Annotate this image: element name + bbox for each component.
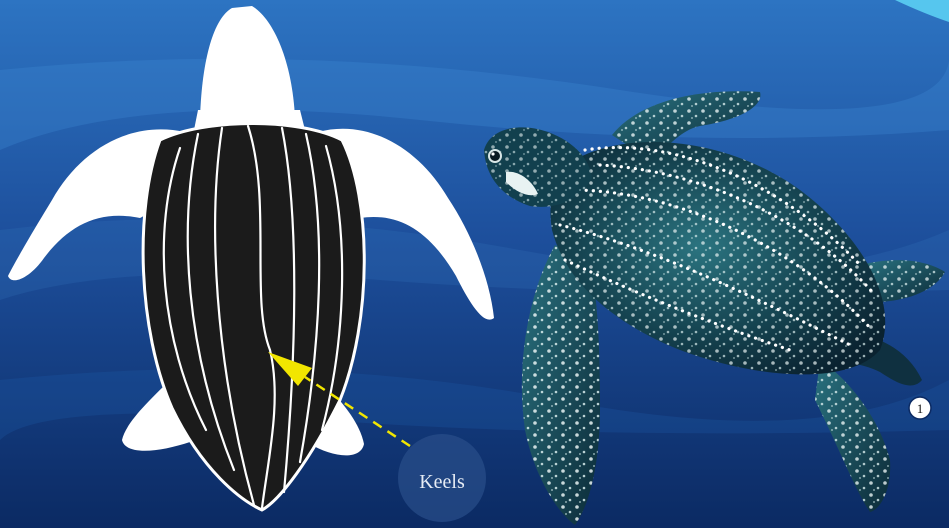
marker-number[interactable]: 1	[917, 401, 924, 416]
turtle-eye	[489, 150, 501, 162]
keels-label-text: Keels	[419, 471, 465, 493]
marker-1[interactable]: 1	[909, 397, 931, 419]
keels-label: Keels	[398, 434, 486, 522]
